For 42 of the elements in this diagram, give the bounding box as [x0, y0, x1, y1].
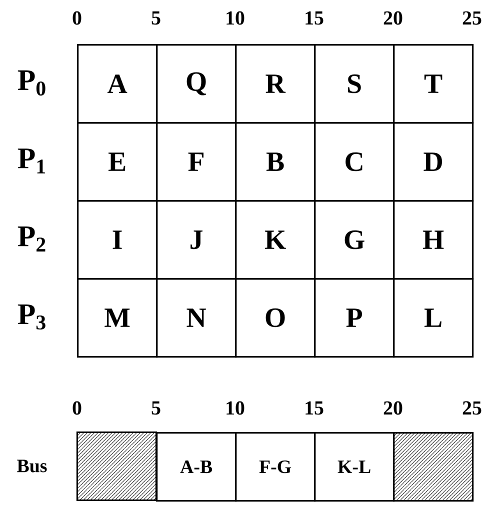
grid-cell: K-L [314, 432, 395, 502]
grid-cell: A [77, 44, 158, 124]
grid-cell: F-G [235, 432, 316, 502]
grid-cell: D [393, 122, 474, 202]
axis-tick-label: 25 [462, 401, 482, 415]
grid-cell: O [235, 278, 316, 358]
row-label: P$_{0}$ [18, 70, 46, 96]
row-label: Bus [17, 460, 47, 472]
grid-cell: Q [156, 44, 237, 124]
grid-cell: M [77, 278, 158, 358]
grid-cell: G [314, 200, 395, 280]
axis-tick-label: 0 [72, 11, 82, 25]
grid-cell: L [393, 278, 474, 358]
axis-tick-label: 0 [72, 401, 82, 415]
grid-cell: F [156, 122, 237, 202]
grid-cell: C [314, 122, 395, 202]
axis-tick-label: 20 [384, 401, 402, 415]
row-label: P$_{2}$ [18, 226, 46, 252]
grid-cell: R [235, 44, 316, 124]
grid-cell: I [77, 200, 158, 280]
grid-cell: S [314, 44, 395, 124]
hatched-slot [76, 431, 158, 502]
grid-cell: A-B [156, 432, 237, 502]
grid-cell: H [393, 200, 474, 280]
grid-cell: T [393, 44, 474, 124]
grid-cell: K [235, 200, 316, 280]
axis-tick-label: 10 [226, 11, 244, 25]
axis-tick-label: 15 [306, 11, 324, 25]
axis-tick-label: 10 [226, 401, 244, 415]
grid-cell: E [77, 122, 158, 202]
axis-tick-label: 5 [152, 11, 160, 25]
axis-tick-label: 5 [152, 401, 160, 415]
grid-cell: P [314, 278, 395, 358]
axis-tick-label: 20 [384, 11, 402, 25]
grid-cell: J [156, 200, 237, 280]
axis-tick-label: 15 [306, 401, 324, 415]
row-label: P$_{3}$ [18, 304, 46, 330]
axis-tick-label: 25 [462, 11, 482, 25]
grid-cell: B [235, 122, 316, 202]
hatched-slot [393, 432, 474, 502]
grid-cell: N [156, 278, 237, 358]
row-label: P$_{1}$ [18, 148, 46, 174]
